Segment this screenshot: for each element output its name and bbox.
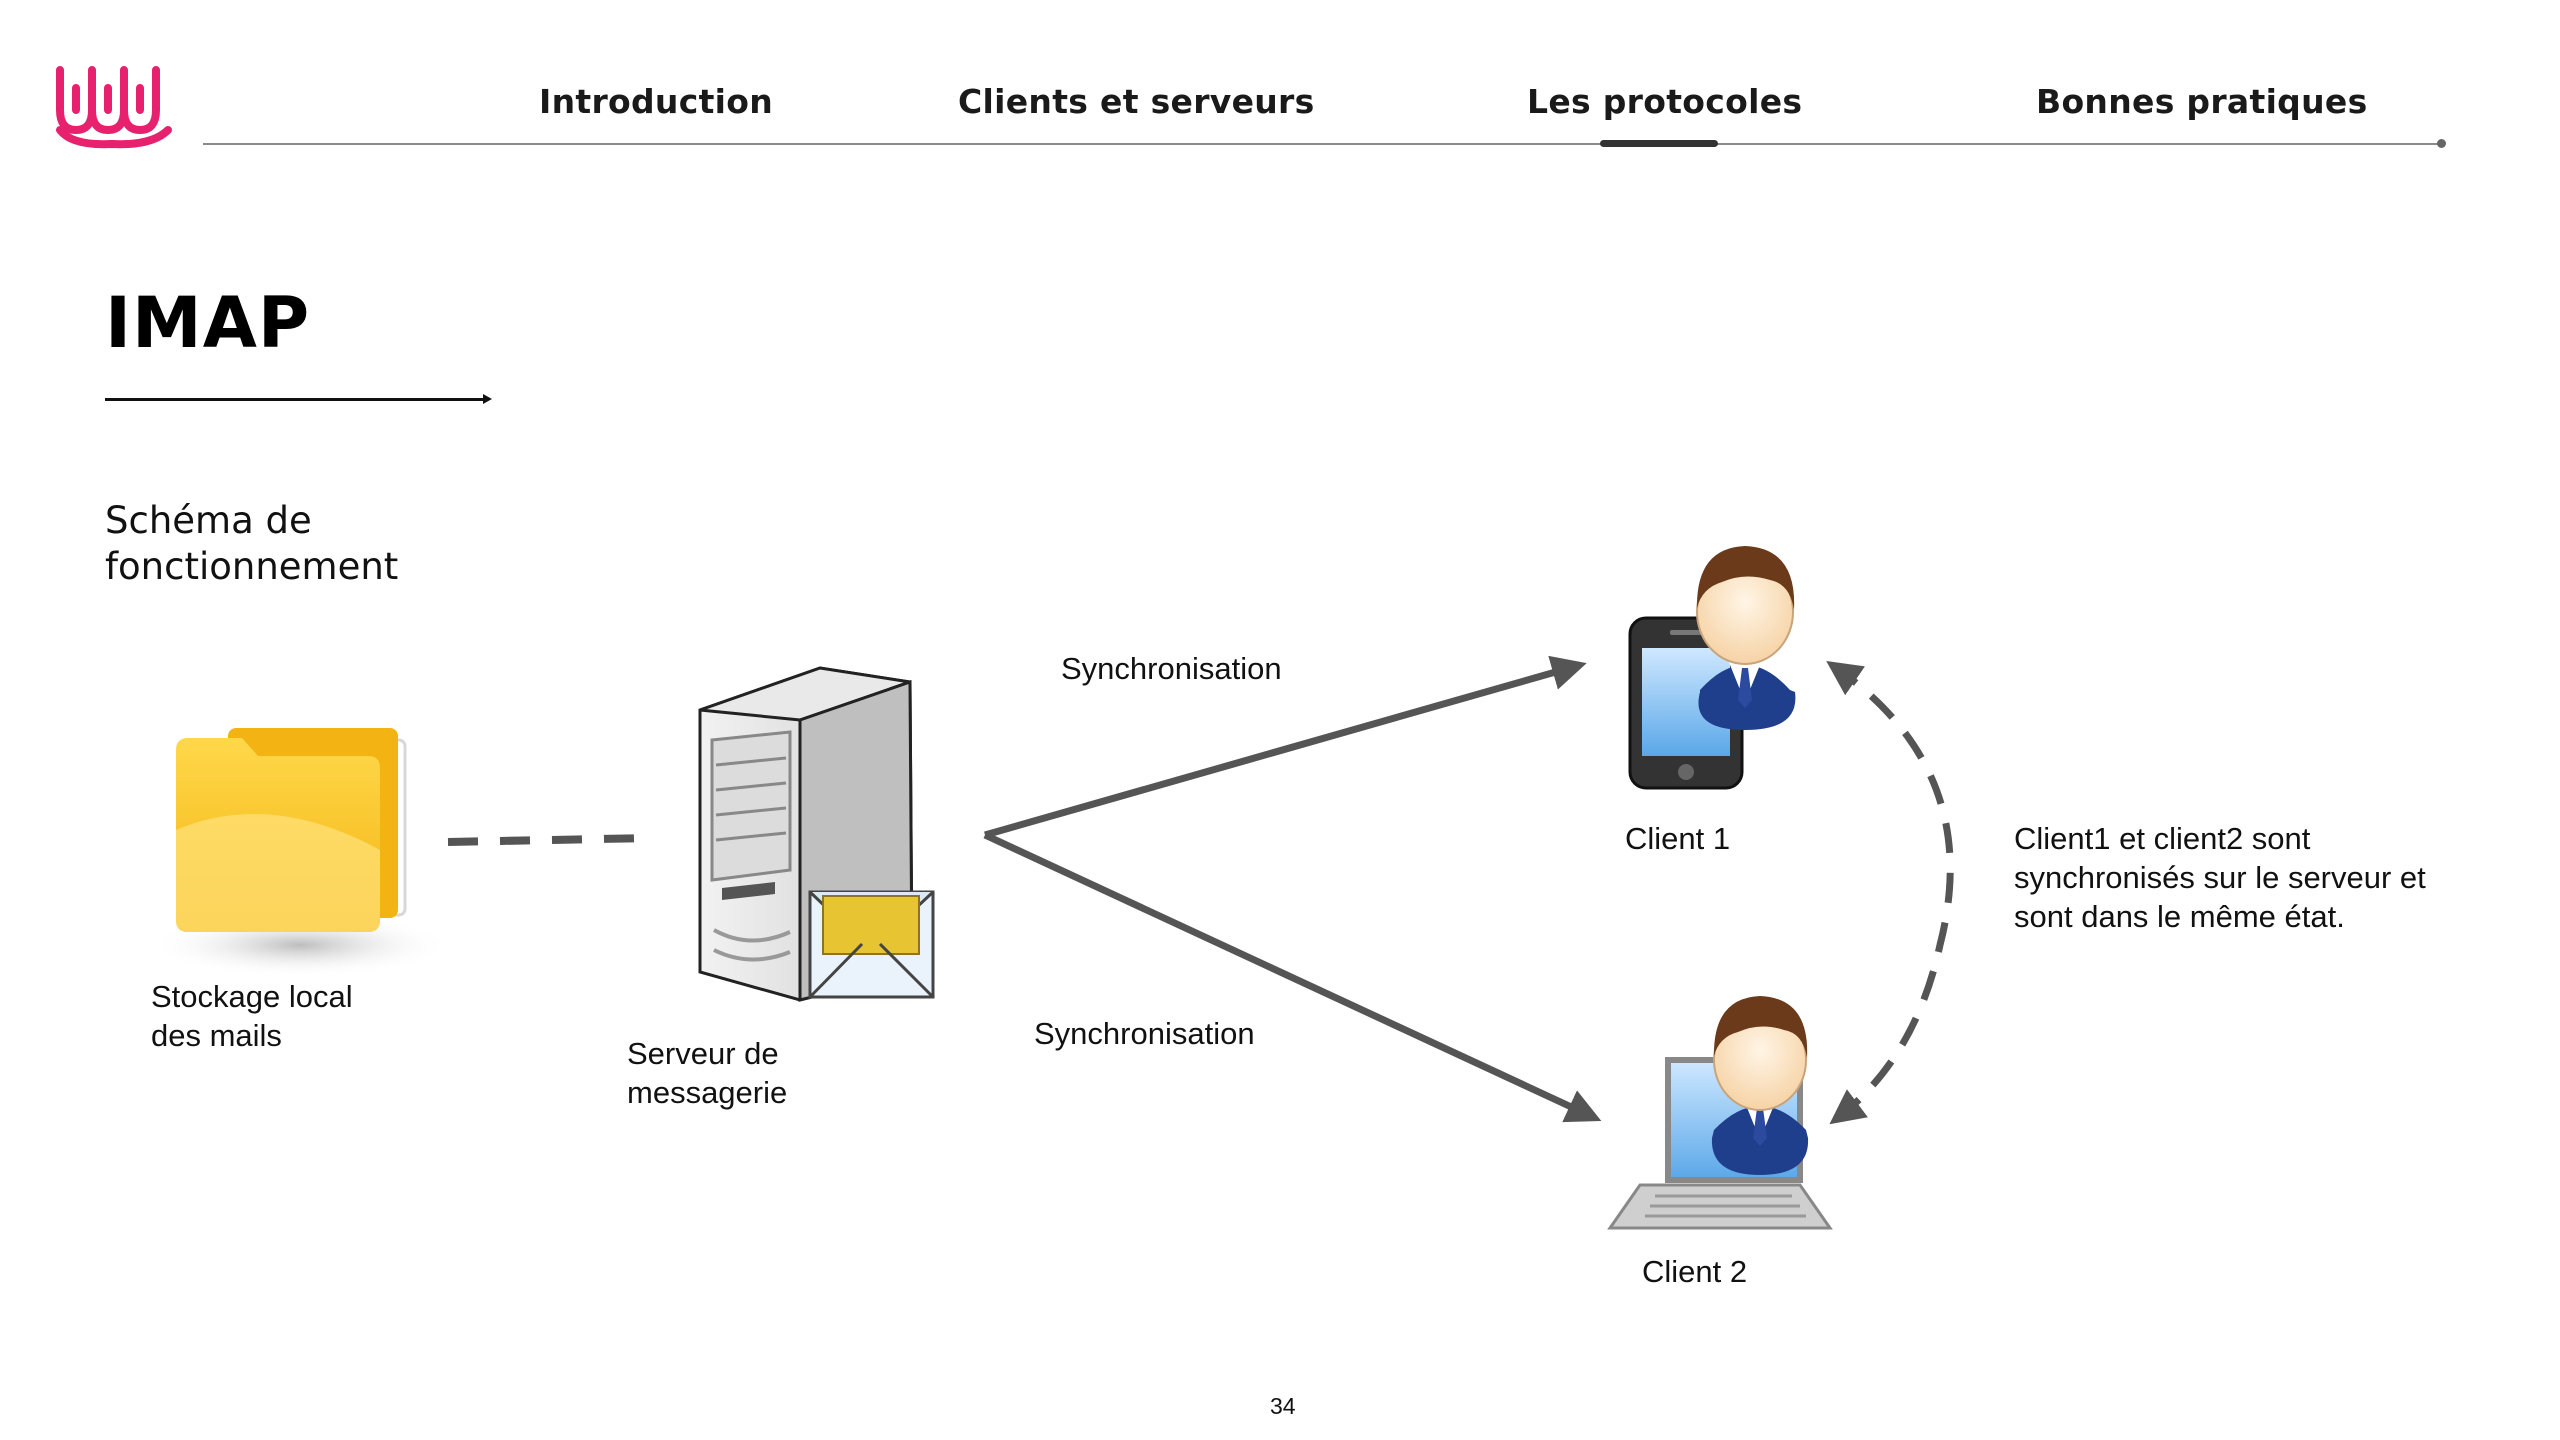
sync-bottom-label: Synchronisation (1034, 1016, 1255, 1051)
client-sync-curve (1826, 661, 1954, 1125)
storage-label: Stockage local des mails (151, 979, 353, 1053)
page-number: 34 (1270, 1393, 1296, 1419)
nav-bonnes-pratiques[interactable]: Bonnes pratiques (2036, 82, 2368, 121)
logo[interactable] (52, 58, 178, 150)
envelope-icon (808, 890, 935, 999)
client2-label: Client 2 (1642, 1254, 1748, 1289)
sync-arrow-bottom (983, 831, 1602, 1123)
client1-label: Client 1 (1625, 821, 1731, 856)
nav-divider-end (2437, 139, 2446, 148)
nav-les-protocoles[interactable]: Les protocoles (1527, 82, 1803, 121)
nav-active-indicator (1600, 140, 1718, 147)
nav-divider (203, 143, 2441, 145)
sync-note: Client1 et client2 sont synchronisés sur… (2014, 821, 2426, 934)
slide-subtitle: Schéma de fonctionnement (105, 499, 399, 588)
user-avatar-icon (1711, 996, 1809, 1175)
folder-server-link (447, 834, 651, 846)
user-avatar-icon (1696, 546, 1796, 730)
title-underline-arrowhead (483, 394, 492, 404)
sync-top-label: Synchronisation (1061, 651, 1282, 686)
title-underline (105, 398, 485, 401)
slide-title: IMAP (105, 282, 311, 364)
folder-icon (150, 728, 450, 977)
smartphone-icon (1628, 616, 1744, 790)
nav-clients-et-serveurs[interactable]: Clients et serveurs (958, 82, 1315, 121)
nav-introduction[interactable]: Introduction (539, 82, 774, 121)
server-label: Serveur de messagerie (627, 1036, 788, 1110)
sync-arrow-top (984, 655, 1587, 839)
